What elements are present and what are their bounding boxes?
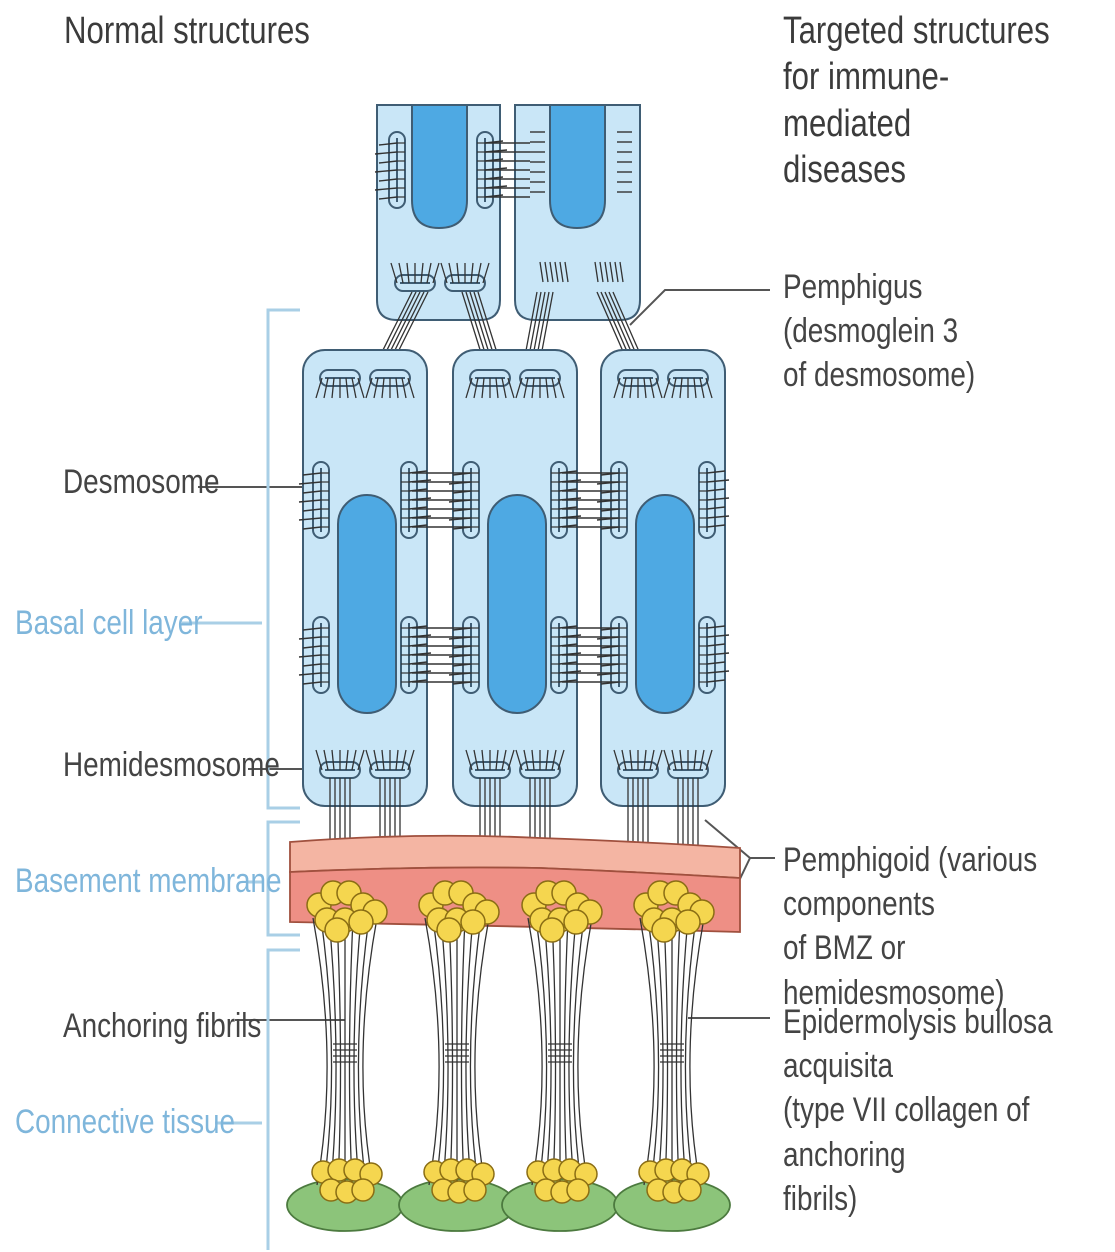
collagen-globule: [464, 1179, 486, 1201]
collagen-globule: [540, 918, 564, 942]
anchoring-fibril: [349, 918, 353, 1185]
label-desmosome: Desmosome: [63, 460, 219, 504]
anchoring-fibril: [640, 918, 654, 1185]
label-basement-membrane: Basement membrane: [15, 859, 282, 903]
label-pemphigus-line-1: Pemphigus (desmoglein 3: [783, 265, 1055, 353]
anchoring-fibril: [354, 918, 361, 1185]
header-normal-structures: Normal structures: [64, 8, 310, 54]
anchoring-fibril: [690, 918, 704, 1185]
anchoring-fibril: [578, 918, 592, 1185]
anchoring-fibril: [528, 918, 542, 1185]
collagen-globule: [652, 918, 676, 942]
anchoring-fibril: [475, 918, 489, 1185]
anchoring-fibril: [363, 918, 377, 1185]
label-eba-line-2: (type VII collagen of anchoring: [783, 1088, 1055, 1176]
label-basal-cell-layer: Basal cell layer: [15, 601, 202, 645]
anchoring-fibril: [552, 918, 556, 1185]
label-epidermolysis-bullosa-acquisita: Epidermolysis bullosa acquisita (type VI…: [783, 1000, 1055, 1221]
label-connective-tissue: Connective tissue: [15, 1100, 235, 1144]
basal-cell: [449, 350, 581, 850]
collagen-globule: [461, 910, 485, 934]
anchoring-fibril: [449, 918, 453, 1185]
collagen-globule: [352, 1179, 374, 1201]
anchoring-fibril: [441, 918, 448, 1185]
anchoring-fibril: [425, 918, 439, 1185]
label-pemphigus-line-2: of desmosome): [783, 353, 1055, 397]
label-eba-line-1: Epidermolysis bullosa acquisita: [783, 1000, 1055, 1088]
nucleus: [488, 495, 546, 713]
anchoring-fibril: [564, 918, 568, 1185]
anchoring-fibril: [656, 918, 663, 1185]
collagen-globule: [325, 918, 349, 942]
anchoring-fibril-group: [287, 881, 403, 1231]
anchoring-fibril: [664, 918, 668, 1185]
anchoring-fibril: [569, 918, 576, 1185]
collagen-globule: [437, 918, 461, 942]
header-targeted-line-1: Targeted structures: [783, 8, 1055, 54]
label-eba-line-3: fibrils): [783, 1177, 1055, 1221]
anchoring-fibril: [461, 918, 465, 1185]
collagen-globule: [679, 1179, 701, 1201]
collagen-globule: [567, 1179, 589, 1201]
label-anchoring-fibrils: Anchoring fibrils: [63, 1004, 261, 1048]
bracket-basal-cell-layer: [268, 310, 300, 808]
label-pemphigoid-line-1: Pemphigoid (various components: [783, 838, 1055, 926]
basal-cell: [299, 350, 431, 850]
anchoring-fibril: [313, 918, 327, 1185]
leader-pemphigus: [630, 290, 770, 325]
collagen-globule: [676, 910, 700, 934]
nucleus: [412, 105, 467, 228]
nucleus: [550, 105, 605, 228]
nucleus: [338, 495, 396, 713]
label-pemphigus: Pemphigus (desmoglein 3 of desmosome): [783, 265, 1055, 398]
anchoring-fibril: [676, 918, 680, 1185]
nucleus: [636, 495, 694, 713]
collagen-globule: [564, 910, 588, 934]
basal-cell: [597, 350, 729, 850]
anchoring-fibril-group: [502, 881, 618, 1231]
collagen-globule: [349, 910, 373, 934]
upper-cell-row: [372, 105, 648, 372]
anchoring-fibril: [337, 918, 341, 1185]
anchoring-fibril-group: [614, 881, 730, 1231]
header-targeted-structures: Targeted structures for immune-mediated …: [783, 8, 1055, 193]
anchoring-fibril: [466, 918, 473, 1185]
anchoring-fibril-group: [399, 881, 515, 1231]
anchoring-fibril: [681, 918, 688, 1185]
anchoring-fibril: [544, 918, 551, 1185]
basal-cell-row: [299, 350, 729, 850]
label-pemphigoid: Pemphigoid (various components of BMZ or…: [783, 838, 1055, 1015]
upper-cell: [375, 105, 507, 320]
label-hemidesmosome: Hemidesmosome: [63, 743, 280, 787]
header-targeted-line-3: diseases: [783, 147, 1055, 193]
header-targeted-line-2: for immune-mediated: [783, 54, 1055, 147]
anchoring-fibril-groups: [287, 881, 730, 1231]
anchoring-fibril: [329, 918, 336, 1185]
upper-cell: [515, 105, 640, 320]
